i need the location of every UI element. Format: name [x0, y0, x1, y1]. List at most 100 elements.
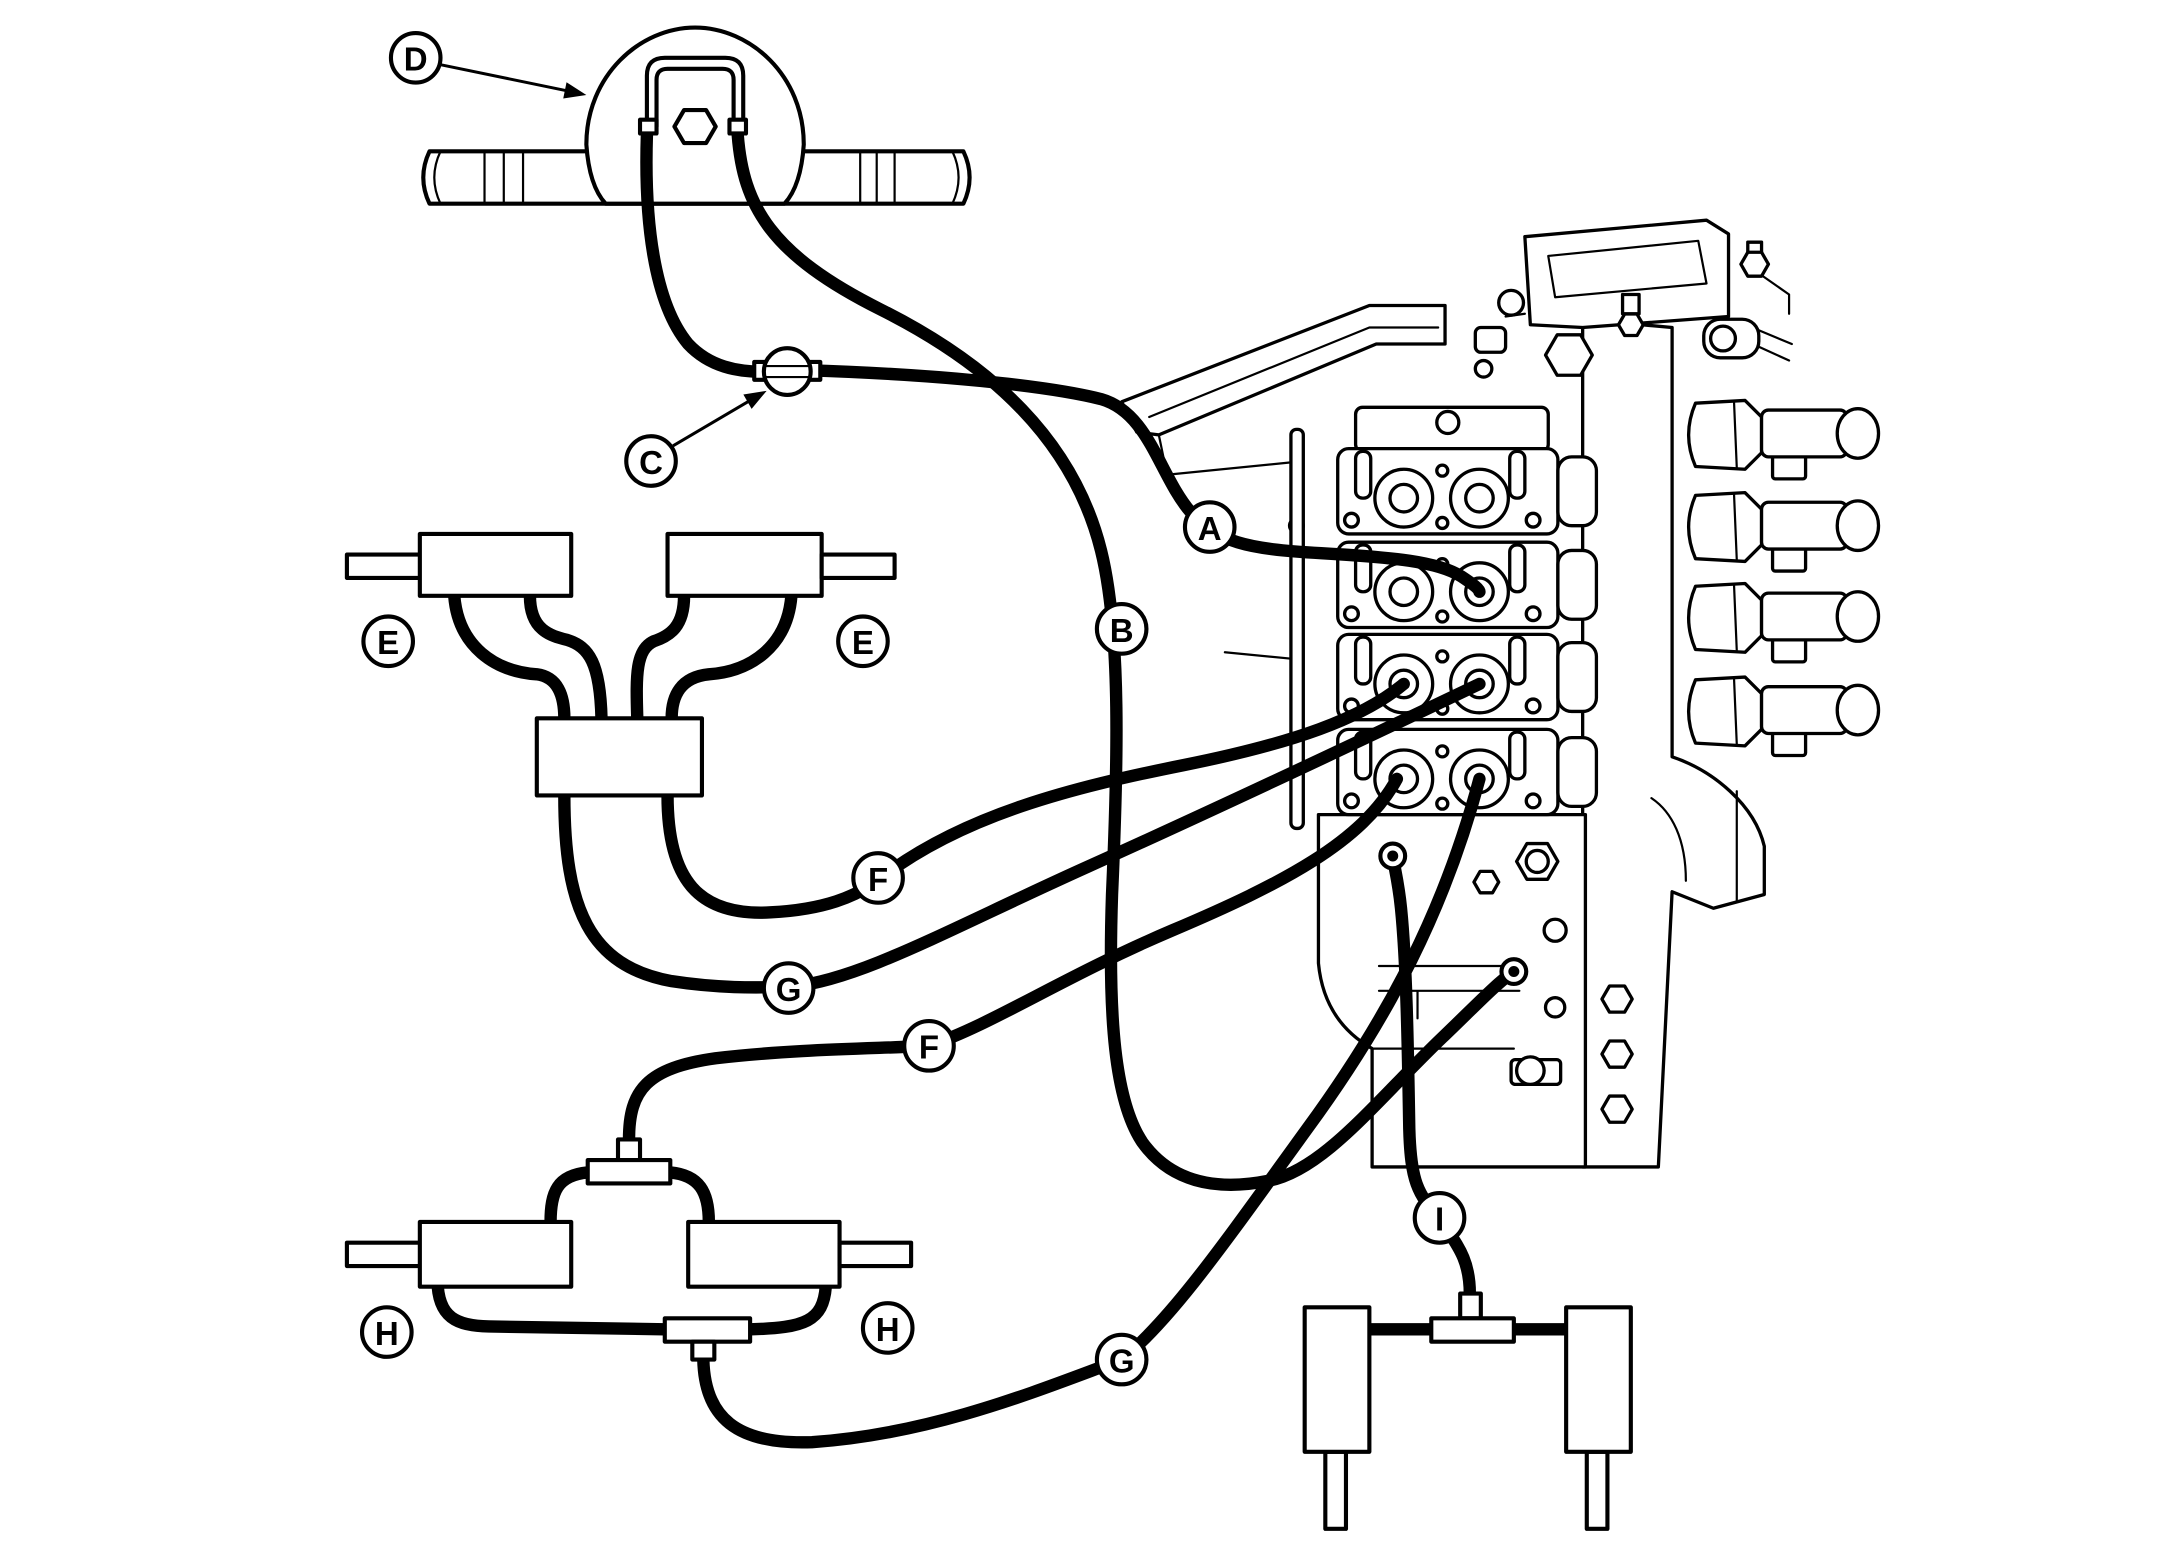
- inline-fitting-bore: [764, 364, 811, 379]
- hose-e-right-outer: [665, 589, 798, 725]
- control-valve-assembly: [1120, 218, 1881, 1169]
- base-tab-bolt: [1514, 1055, 1546, 1087]
- relief-valve-nut-edge: [1732, 400, 1738, 469]
- relief-valve-3: [1687, 581, 1881, 664]
- pilot-fitting-plug: [1473, 358, 1494, 379]
- callout-h-right-letter: H: [876, 1311, 900, 1348]
- callout-b-letter: B: [1110, 612, 1134, 649]
- callout-c: C: [624, 434, 678, 488]
- callout-b-circle: [1094, 602, 1149, 656]
- relief-valve-nut: [1687, 490, 1764, 564]
- callout-a: A: [1182, 500, 1237, 554]
- callout-e-right-circle: [836, 614, 890, 669]
- u-tube: [644, 55, 746, 129]
- base-ledge: [1371, 964, 1521, 1050]
- callout-i-letter: I: [1435, 1201, 1444, 1238]
- cylinder-i-left-body: [1302, 1305, 1372, 1454]
- tee-fitting-top: [585, 1158, 673, 1186]
- callout-f-lower: F: [902, 1019, 956, 1073]
- tee-fitting-i: [1429, 1316, 1516, 1344]
- relief-valve-4: [1687, 675, 1881, 758]
- section-flange: [1556, 640, 1599, 714]
- port-clip: [1508, 730, 1527, 781]
- mounting-bolt: [1600, 1039, 1634, 1069]
- cylinder-e-left-body: [417, 531, 574, 598]
- section-bolt: [1435, 609, 1450, 624]
- leader-arrow-c: [672, 390, 767, 448]
- pilot-fitting: [1497, 288, 1526, 317]
- callout-e-left-letter: E: [377, 624, 399, 661]
- callout-g-upper-circle: [761, 961, 816, 1015]
- section-bolt: [1435, 796, 1450, 811]
- cylinder-pair-h: [344, 1137, 914, 1362]
- cylinder-i-left-rod: [1323, 1449, 1349, 1531]
- cylinder-h-right-body: [686, 1219, 842, 1289]
- side-fitting-line: [1757, 329, 1793, 362]
- section-bolt: [1435, 463, 1450, 478]
- relief-valve-body: [1759, 591, 1849, 642]
- hose-e-left-inner: [523, 589, 608, 725]
- section-bolt: [1435, 515, 1450, 531]
- cylinder-h-left-rod: [344, 1240, 425, 1269]
- relief-valve-cap: [1835, 499, 1881, 553]
- cylinder-pair-e: [344, 531, 897, 798]
- callout-e-right: E: [836, 614, 890, 669]
- callout-h-left-circle: [359, 1305, 414, 1359]
- callout-f-lower-letter: F: [919, 1029, 939, 1066]
- hose-e-right-inner: [630, 589, 691, 725]
- hose-h-top-left: [544, 1166, 594, 1229]
- leader-arrow-d: [440, 63, 587, 99]
- pilot-fitting-body: [1473, 325, 1508, 354]
- pilot-fitting-line: [1504, 312, 1526, 318]
- work-port-bore: [1388, 576, 1420, 608]
- frame-leader-line: [1223, 651, 1298, 661]
- tube-band: [483, 150, 896, 205]
- section-bolt: [1524, 792, 1542, 810]
- valve-section-1: [1336, 446, 1599, 536]
- section-flange: [1556, 455, 1599, 528]
- relief-valve-1: [1687, 398, 1881, 481]
- section-bolt: [1342, 605, 1361, 623]
- return-port-fitting-core: [1508, 966, 1520, 978]
- hose-f-lower: [622, 772, 1404, 1146]
- inlet-plug: [1435, 409, 1461, 436]
- relief-valve-cap: [1835, 407, 1881, 460]
- callout-d-letter: D: [404, 41, 428, 78]
- manifold-fitting-left: [637, 117, 659, 136]
- manifold-fitting-right: [727, 117, 749, 136]
- valve-housing-column: [1581, 317, 1766, 1169]
- relief-valve-nut: [1687, 398, 1764, 471]
- bleed-screw-nut: [1616, 312, 1645, 338]
- callout-f-lower-circle: [902, 1019, 956, 1073]
- port-clip: [1508, 635, 1527, 686]
- inline-fitting-c: [752, 346, 823, 398]
- callout-c-circle: [624, 434, 678, 488]
- relief-valve-body: [1759, 408, 1849, 459]
- section-bolt: [1524, 605, 1542, 623]
- port-clip: [1508, 449, 1527, 500]
- callout-i-circle: [1412, 1191, 1467, 1245]
- hose-a: [640, 128, 1486, 598]
- tie-rod: [1289, 427, 1305, 831]
- cylinder-h-left-body: [417, 1219, 574, 1289]
- base-plug: [1542, 917, 1568, 943]
- small-hex-plug: [1472, 869, 1501, 895]
- cylinder-e-left-rod: [344, 552, 425, 581]
- callout-e-right-letter: E: [852, 624, 874, 661]
- hose-b: [731, 128, 1521, 1191]
- tee-fitting-bottom: [662, 1316, 753, 1344]
- hose-f-upper: [661, 677, 1410, 919]
- work-port-bore: [1464, 482, 1495, 514]
- housing-edge: [1650, 797, 1687, 882]
- section-bolt: [1435, 744, 1450, 759]
- cylinder-i-right-body: [1564, 1305, 1633, 1454]
- tee-fitting-i-stem: [1458, 1291, 1483, 1321]
- cylinder-i-right-rod: [1584, 1449, 1610, 1531]
- callout-f-upper-circle: [851, 851, 905, 905]
- callout-a-letter: A: [1198, 510, 1222, 547]
- hose-h-top-right: [664, 1166, 716, 1229]
- callout-f-upper-letter: F: [868, 861, 888, 898]
- frame-bracket: [1157, 433, 1293, 476]
- relief-valve-nut-edge: [1732, 677, 1738, 746]
- callout-e-left-circle: [361, 614, 416, 669]
